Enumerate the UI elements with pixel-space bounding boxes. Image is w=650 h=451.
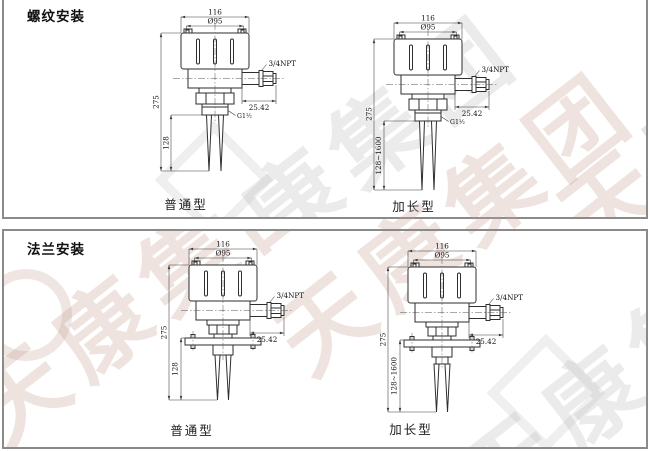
dimension-top-width: 116: [393, 14, 463, 39]
dimension-top-width: 116: [188, 240, 258, 265]
device-body: [181, 255, 293, 401]
watermark-text: 天康集团: [540, 0, 648, 219]
dim-label-d95: Ø95: [215, 249, 230, 258]
dim-label-128: 128: [162, 136, 171, 150]
panel-title-threaded: 螺纹安装: [27, 9, 85, 25]
dim-label-d95: Ø95: [207, 17, 222, 26]
dimension-conduit-length: 25.42: [454, 91, 490, 118]
dim-label-2542: 25.42: [257, 335, 278, 344]
dimension-conduit-length: 25.42: [249, 317, 285, 344]
dim-label-npt: 3/4NPT: [277, 291, 305, 300]
label-thread-size: G1½: [440, 116, 465, 126]
dim-label-npt: 3/4NPT: [482, 65, 510, 74]
dimension-fork-length: 128~1600: [374, 120, 418, 190]
dimension-fork-length: 128: [171, 337, 185, 400]
dimension-fork-length: 128~1600: [390, 339, 404, 412]
dim-label-275: 275: [365, 107, 374, 121]
dim-label-128: 128: [171, 362, 180, 376]
fork-prong: [418, 120, 426, 191]
fork-prong: [217, 114, 225, 172]
dim-label-275: 275: [152, 95, 161, 109]
dim-label-2542: 25.42: [476, 337, 497, 346]
dim-label-npt: 3/4NPT: [269, 59, 297, 68]
dim-label-2542: 25.42: [462, 109, 483, 118]
fork-prong: [205, 114, 213, 172]
dim-label-116: 116: [435, 242, 449, 251]
dimension-overall: 275: [365, 38, 422, 191]
dim-label-thread: G1½: [450, 119, 465, 126]
dimension-overall: 275: [160, 264, 217, 401]
label-conduit: 3/4NPT: [269, 291, 305, 303]
fork-prong: [433, 363, 440, 413]
dim-label-d95: Ø95: [420, 23, 435, 32]
dim-label-275: 275: [379, 332, 388, 346]
dim-label-d95: Ø95: [434, 251, 449, 260]
fork-prong: [430, 120, 438, 191]
caption-standard: 普通型: [170, 423, 214, 438]
label-conduit: 3/4NPT: [261, 59, 297, 71]
fork-prong: [214, 354, 221, 401]
fork-prong: [225, 354, 232, 401]
dimension-overall: 275: [379, 266, 436, 413]
caption-standard: 普通型: [164, 197, 208, 212]
device-body: [400, 257, 512, 413]
device-body: [173, 23, 285, 172]
panel-threaded-mounting: 天康集团 天康集团 螺纹安装 116 Ø95: [2, 0, 648, 219]
dimension-overall: 275: [152, 32, 209, 172]
drawing-threaded-extended: 116 Ø95: [365, 14, 510, 191]
caption-extended: 加长型: [389, 422, 433, 437]
panel-flange-mounting: 天康集团 天康集团 法兰安装 116 Ø95: [2, 229, 648, 449]
fork-prong: [444, 363, 451, 413]
dim-label-116: 116: [208, 8, 222, 17]
dim-label-npt: 3/4NPT: [496, 293, 524, 302]
panel-title-flange: 法兰安装: [27, 242, 85, 258]
dimension-top-width: 116: [180, 8, 250, 33]
device-body: [386, 29, 498, 191]
dimension-fork-length: 128: [162, 114, 205, 171]
label-thread-size: G1½: [227, 110, 252, 120]
dim-label-275: 275: [160, 325, 169, 339]
dimension-top-width: 116: [407, 242, 477, 267]
drawing-threaded-standard: 116 Ø95: [152, 8, 297, 172]
caption-extended: 加长型: [392, 199, 436, 214]
dim-label-116: 116: [216, 240, 230, 249]
label-conduit: 3/4NPT: [474, 65, 510, 77]
label-conduit: 3/4NPT: [488, 293, 524, 305]
drawing-flange-extended: 116 Ø95: [379, 242, 524, 413]
dim-label-128-1600: 128~1600: [390, 357, 399, 395]
dimension-conduit-length: 25.42: [241, 85, 277, 112]
watermark-ring: [4, 269, 72, 361]
dim-label-128-1600: 128~1600: [374, 136, 383, 174]
dim-label-thread: G1½: [237, 113, 252, 120]
dim-label-116: 116: [421, 14, 435, 23]
drawing-flange-standard: 116 Ø95: [160, 240, 305, 401]
dim-label-2542: 25.42: [249, 103, 270, 112]
dimension-conduit-length: 25.42: [468, 319, 504, 346]
